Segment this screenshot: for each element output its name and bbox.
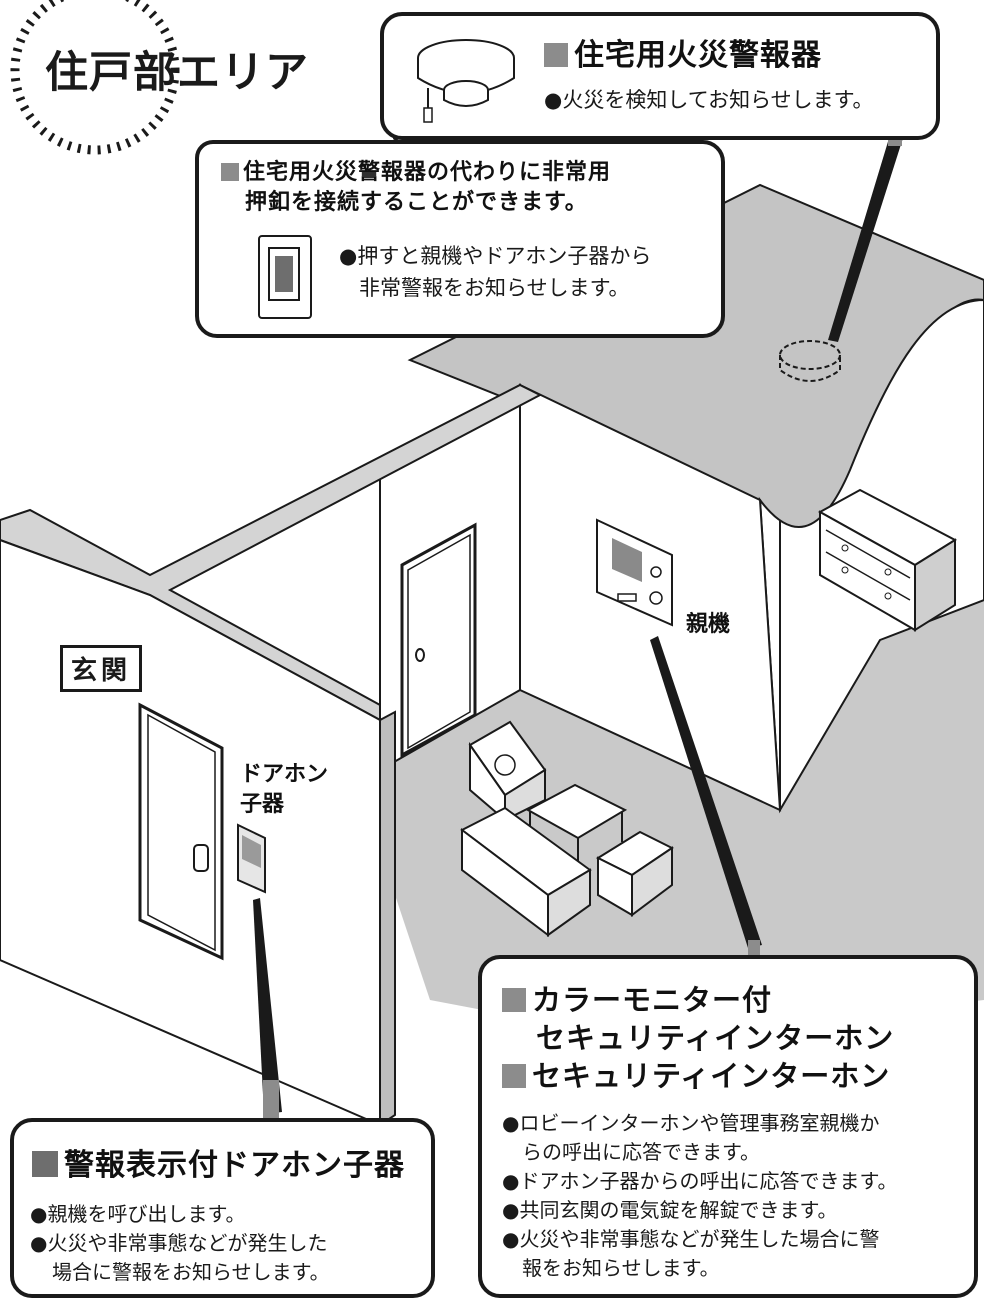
emergency-desc-line2: 非常警報をお知らせします。 <box>359 276 630 300</box>
intercom-item-2: らの呼出に応答できます。 <box>522 1140 760 1164</box>
smoke-detector-desc: ●火災を検知してお知らせします。 <box>544 88 874 112</box>
intercom-item-1: ●ロビーインターホンや管理事務室親機か <box>502 1111 880 1135</box>
intercom-callout: カラーモニター付 セキュリティインターホン セキュリティインターホン ●ロビーイ… <box>478 955 978 1298</box>
title-marker-icon <box>221 163 239 181</box>
title-marker-icon <box>32 1151 58 1177</box>
door-phone-label-line2: 子器 <box>240 792 285 817</box>
emergency-button-icon <box>258 235 312 319</box>
title-marker-icon <box>544 43 568 67</box>
intercom-title-line3: セキュリティインターホン <box>532 1059 891 1093</box>
area-badge-ring <box>10 0 180 155</box>
master-unit-label: 親機 <box>686 612 731 637</box>
area-badge-label: 住戸部エリア <box>45 48 309 98</box>
floor <box>270 600 984 1040</box>
entrance-label: 玄関 <box>60 645 143 692</box>
emergency-button-callout: 住宅用火災警報器の代わりに非常用 押釦を接続することができます。 ●押すと親機や… <box>195 140 725 338</box>
door-phone-callout-title: 警報表示付ドアホン子器 <box>64 1148 405 1183</box>
emergency-title-line2: 押釦を接続することができます。 <box>245 190 588 215</box>
intercom-item-4: ●共同玄関の電気錠を解錠できます。 <box>502 1198 838 1222</box>
pointer-smoke-detector <box>828 135 903 342</box>
emergency-title-line1: 住宅用火災警報器の代わりに非常用 <box>243 160 612 185</box>
smoke-detector-icon <box>417 39 515 123</box>
table <box>525 783 628 840</box>
pointer-master-unit <box>650 636 762 948</box>
ceiling-detector-outline <box>779 340 841 370</box>
entrance-door <box>138 702 224 961</box>
intercom-item-6: 報をお知らせします。 <box>522 1256 720 1280</box>
title-marker-icon <box>502 1064 526 1088</box>
intercom-item-5: ●火災や非常事態などが発生した場合に警 <box>502 1227 880 1251</box>
back-door <box>400 522 477 758</box>
door-phone-item-2: ●火災や非常事態などが発生した <box>30 1231 328 1255</box>
door-phone-label-line1: ドアホン <box>240 762 329 787</box>
intercom-title-line2: セキュリティインターホン <box>536 1021 895 1055</box>
entrance-label-text: 玄関 <box>71 656 132 686</box>
smoke-detector-callout: 住宅用火災警報器 ●火災を検知してお知らせします。 <box>380 12 940 140</box>
door-phone-callout: 警報表示付ドアホン子器 ●親機を呼び出します。 ●火災や非常事態などが発生した … <box>10 1118 435 1298</box>
intercom-title-line1: カラーモニター付 <box>532 983 773 1017</box>
intercom-item-3: ●ドアホン子器からの呼出に応答できます。 <box>502 1169 898 1193</box>
door-phone-item-1: ●親機を呼び出します。 <box>30 1202 246 1226</box>
emergency-desc-line1: ●押すと親機やドアホン子器から <box>339 244 652 268</box>
smoke-detector-title: 住宅用火災警報器 <box>574 38 822 73</box>
pointer-door-phone <box>253 898 282 1114</box>
title-marker-icon <box>502 988 526 1012</box>
door-phone-item-3: 場合に警報をお知らせします。 <box>52 1260 330 1284</box>
